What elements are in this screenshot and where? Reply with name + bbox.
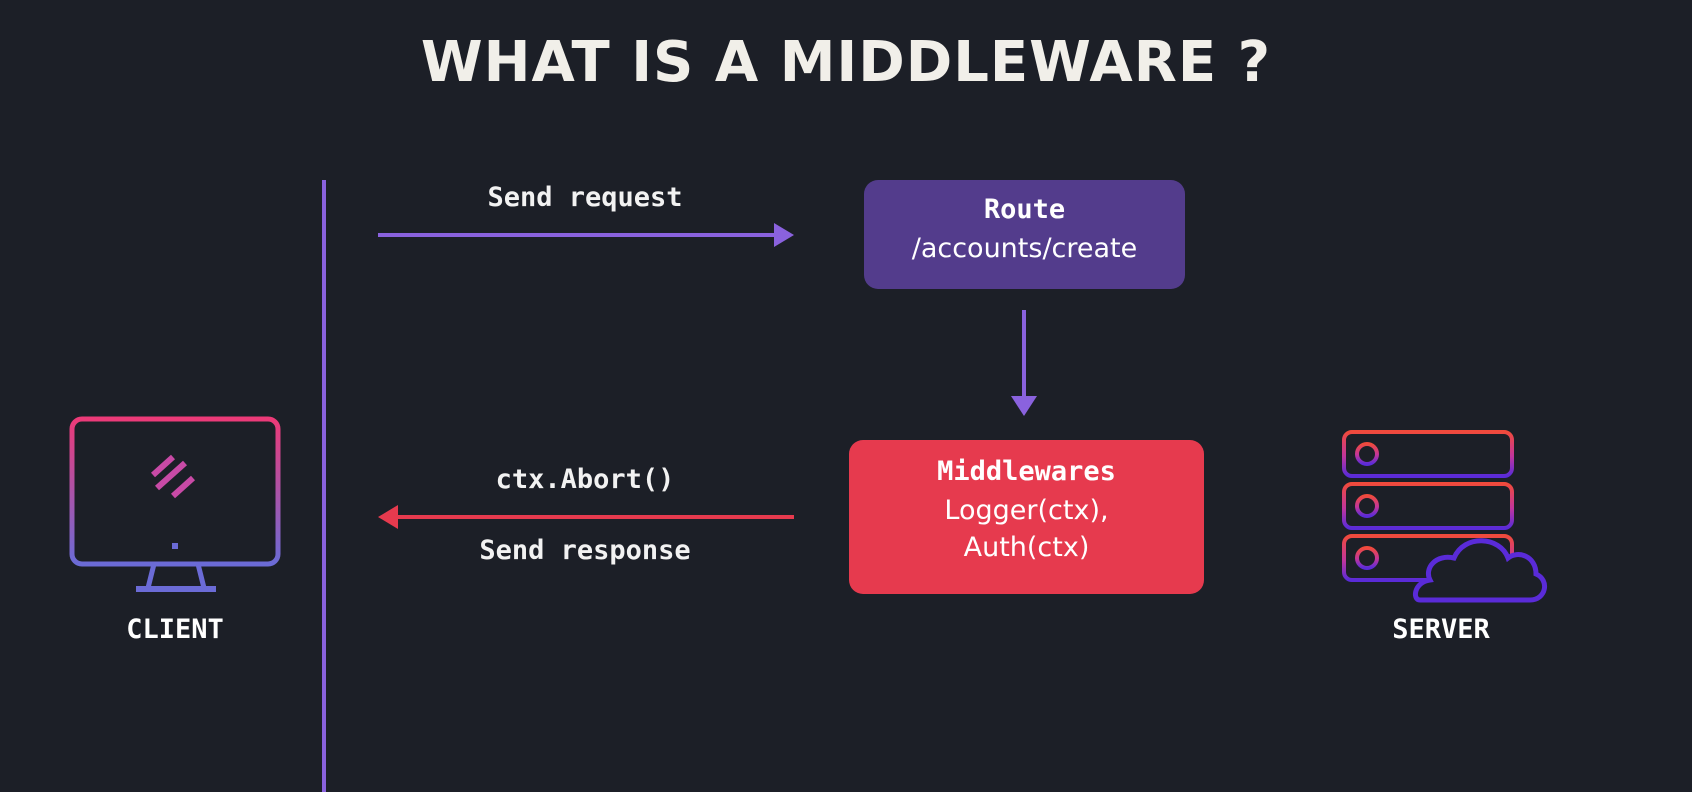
server-cloud-icon <box>1342 430 1547 603</box>
page-title: WHAT IS A MIDDLEWARE ? <box>420 30 1272 95</box>
abort-label: ctx.Abort() <box>495 464 675 495</box>
response-arrow <box>378 505 794 529</box>
client-label: CLIENT <box>126 614 224 645</box>
route-path: /accounts/create <box>911 233 1138 264</box>
send-response-label: Send response <box>479 535 691 566</box>
route-heading: Route <box>983 194 1066 225</box>
middleware-heading: Middlewares <box>937 456 1116 487</box>
request-arrow <box>378 223 794 247</box>
client-divider-line <box>322 180 326 792</box>
route-to-middleware-arrow <box>1011 310 1037 416</box>
route-box: Route /accounts/create <box>864 180 1185 289</box>
monitor-icon <box>69 416 281 592</box>
middleware-auth: Auth(ctx) <box>963 532 1090 563</box>
server-label: SERVER <box>1392 614 1490 645</box>
middleware-box: Middlewares Logger(ctx), Auth(ctx) <box>849 440 1204 594</box>
send-request-label: Send request <box>487 182 683 213</box>
middleware-logger: Logger(ctx), <box>944 495 1109 526</box>
